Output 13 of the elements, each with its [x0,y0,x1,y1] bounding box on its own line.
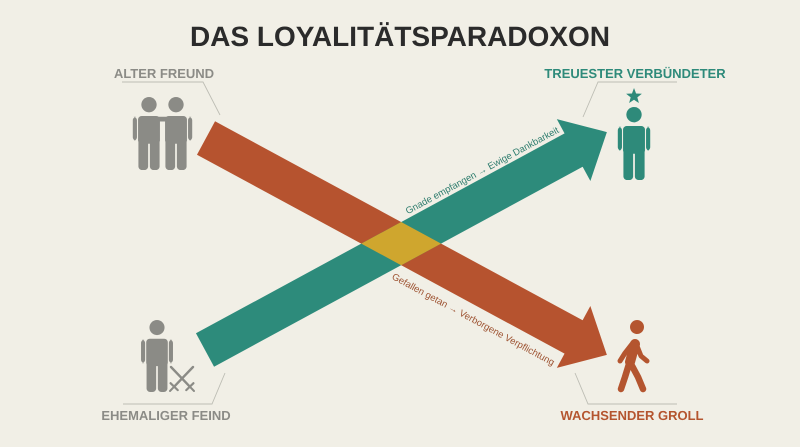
leader-line [582,82,678,118]
category-label: TREUESTER VERBÜNDETER [544,66,726,78]
leader-line [122,82,220,116]
person-star-icon [618,88,650,180]
leader-line [574,372,678,404]
two-people-icon [132,97,192,170]
walking-person-icon [618,320,650,392]
category-label: WACHSENDER GROLL [560,410,704,420]
title: DAS LOYALITÄTSPARADOXON [192,22,608,46]
category-label: ALTER FREUND [114,69,214,78]
category-label: EHEMALIGER FEIND [102,410,230,420]
person-swords-icon [141,320,195,392]
leader-line [122,372,226,404]
